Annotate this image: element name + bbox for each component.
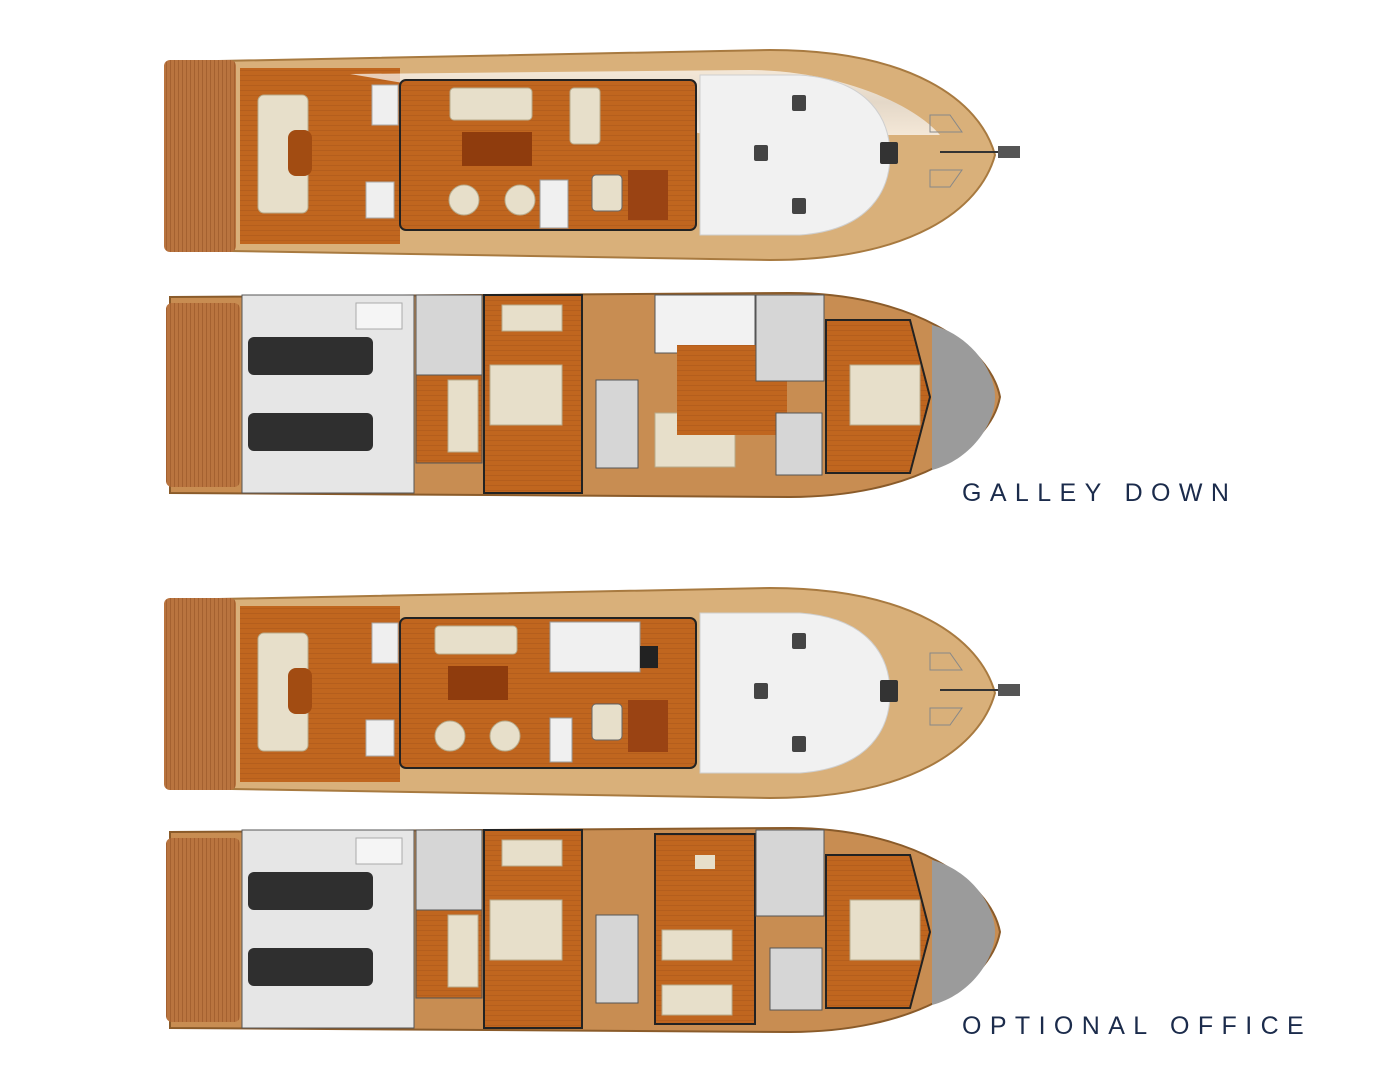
guest-head <box>775 412 823 476</box>
cockpit-table <box>288 130 312 176</box>
hatch-1 <box>792 95 806 111</box>
main-deck-drawing <box>164 48 1020 262</box>
anchor-locker-stbd <box>929 169 963 188</box>
galley-counter <box>539 179 569 229</box>
aft-cabin-bed <box>489 364 563 426</box>
helm-seat <box>591 174 623 212</box>
crew-head <box>415 294 483 376</box>
anchor <box>998 684 1020 696</box>
engine-2 <box>248 413 373 451</box>
engine-1 <box>248 872 373 910</box>
caption-optional-office: OPTIONAL OFFICE <box>962 1012 1313 1040</box>
engine-2 <box>248 948 373 986</box>
aft-cabin-settee <box>501 304 563 332</box>
salon-sofa <box>434 625 518 655</box>
hatch-2 <box>754 145 768 161</box>
office-desk <box>695 855 715 869</box>
hatch-2 <box>754 683 768 699</box>
office-bunk-1 <box>661 929 733 961</box>
crew-bunk <box>447 379 479 453</box>
hatch-1 <box>792 633 806 649</box>
salon-table <box>448 666 508 700</box>
helm-seat <box>591 703 623 741</box>
main-deck-drawing <box>164 586 1020 800</box>
anchor <box>998 146 1020 158</box>
lower-galley <box>654 294 756 354</box>
upper-galley <box>549 621 641 673</box>
hatch-4 <box>880 680 898 702</box>
aft-head <box>595 914 639 1004</box>
cockpit-locker-2 <box>365 181 395 219</box>
cockpit-locker-1 <box>371 622 399 664</box>
engine-room-locker <box>355 837 403 865</box>
swim-platform <box>166 838 240 1022</box>
swim-platform <box>164 598 236 790</box>
guest-head <box>769 947 823 1011</box>
cockpit-table <box>288 668 312 714</box>
lower-deck-plan-galley-down <box>150 285 1050 505</box>
office-bunk-2 <box>661 984 733 1016</box>
armchair-1 <box>434 720 466 752</box>
forward-cabin-bed <box>849 364 921 426</box>
salon-chair <box>569 87 601 145</box>
helm-console <box>628 700 668 752</box>
galley-island <box>549 717 573 763</box>
galley-cooktop <box>640 646 658 668</box>
main-deck-plan-optional-office <box>150 578 1050 808</box>
lower-deck-drawing <box>166 291 1002 499</box>
fore-peak <box>932 860 995 1005</box>
anchor-locker-port <box>929 652 963 671</box>
engine-room-locker <box>355 302 403 330</box>
aft-cabin-bed <box>489 899 563 961</box>
lower-deck-drawing <box>166 826 1002 1034</box>
vip-head <box>755 294 825 382</box>
main-deck-plan-galley-down <box>150 40 1050 270</box>
crew-bunk <box>447 914 479 988</box>
anchor-locker-port <box>929 114 963 133</box>
cockpit-locker-2 <box>365 719 395 757</box>
forward-cabin-bed <box>849 899 921 961</box>
caption-galley-down: GALLEY DOWN <box>962 479 1238 507</box>
salon-sofa <box>449 87 533 121</box>
hatch-4 <box>880 142 898 164</box>
helm-console <box>628 170 668 220</box>
aft-head <box>595 379 639 469</box>
hatch-3 <box>792 736 806 752</box>
swim-platform <box>164 60 236 252</box>
cockpit-locker-1 <box>371 84 399 126</box>
swim-platform <box>166 303 240 487</box>
armchair-2 <box>489 720 521 752</box>
salon-table <box>462 132 532 166</box>
vip-head <box>755 829 825 917</box>
armchair-1 <box>448 184 480 216</box>
anchor-locker-stbd <box>929 707 963 726</box>
fore-peak <box>932 325 995 470</box>
armchair-2 <box>504 184 536 216</box>
lower-deck-plan-optional-office <box>150 820 1050 1040</box>
aft-cabin-settee <box>501 839 563 867</box>
engine-1 <box>248 337 373 375</box>
hatch-3 <box>792 198 806 214</box>
crew-head <box>415 829 483 911</box>
